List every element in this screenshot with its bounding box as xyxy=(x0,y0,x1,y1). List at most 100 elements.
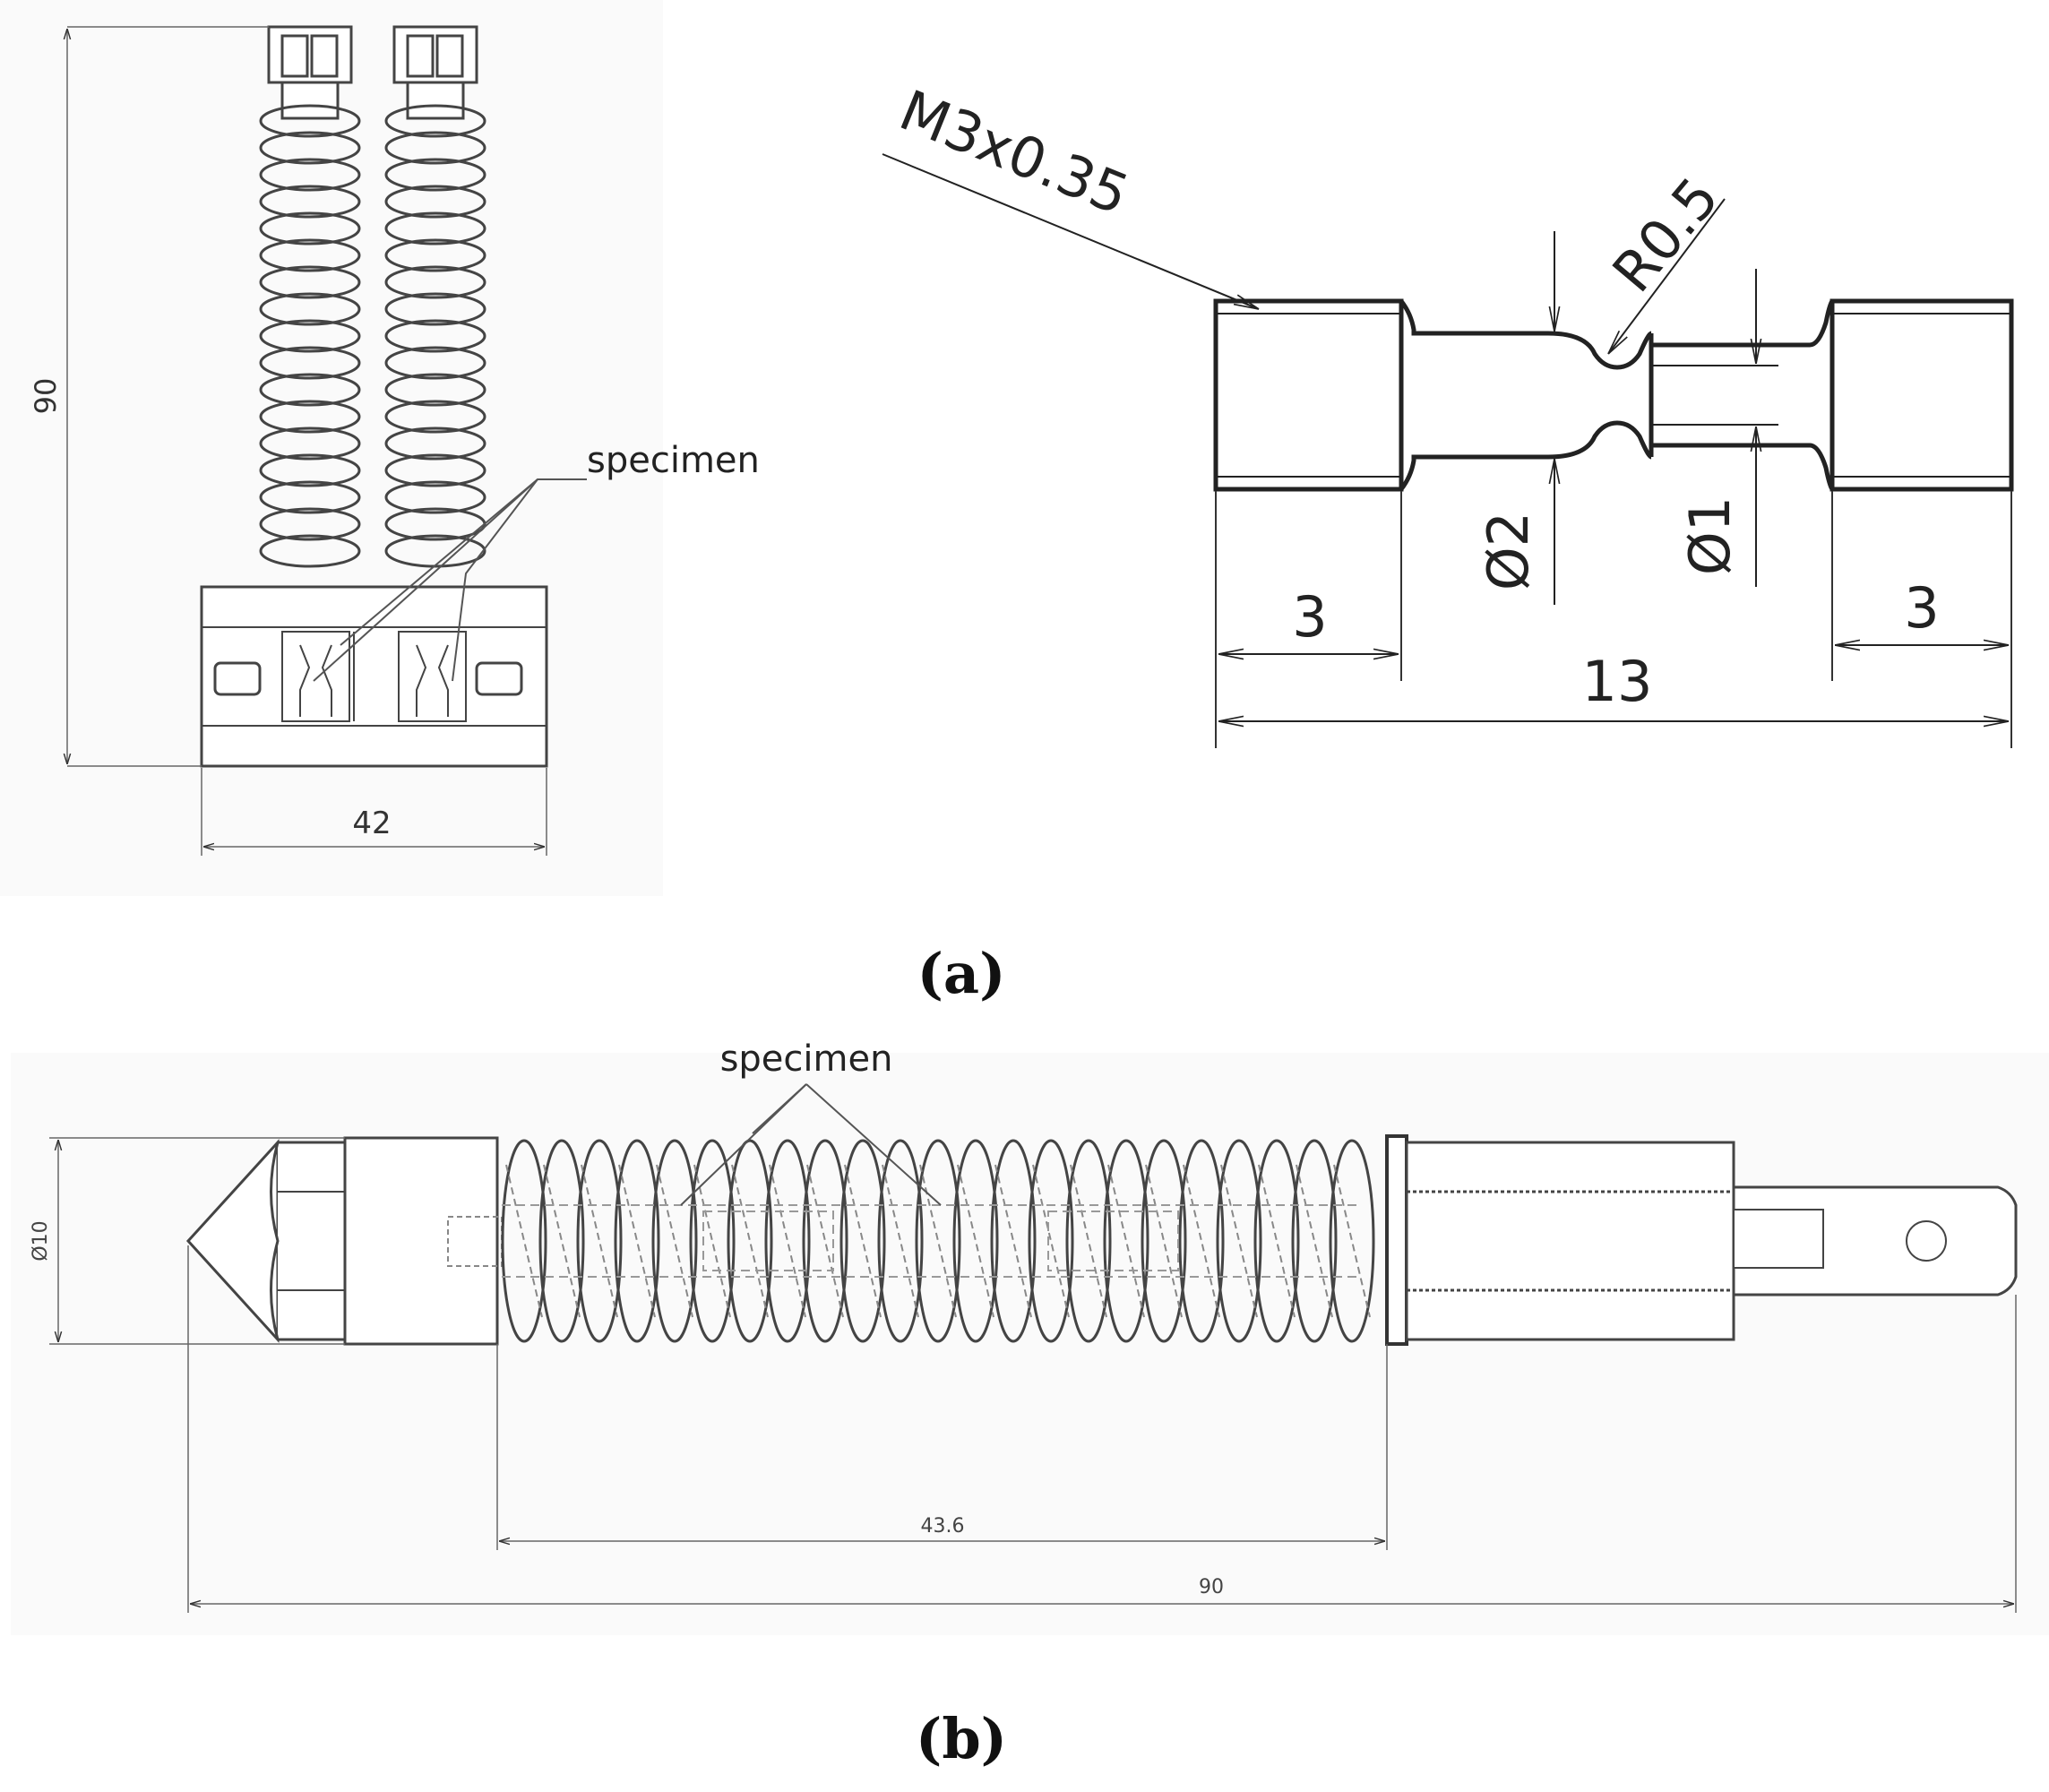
thread-callout: M3x0.35 xyxy=(891,77,1138,228)
spring-coil xyxy=(259,480,361,514)
hidden-coil-line xyxy=(769,1164,806,1318)
spring-coil xyxy=(877,1139,924,1343)
spring-coil xyxy=(1216,1139,1262,1343)
spring-coil xyxy=(1253,1139,1300,1343)
fixture-base xyxy=(200,585,548,768)
spring-coil xyxy=(259,158,361,192)
end-flange xyxy=(1385,1134,1408,1346)
spring-coil xyxy=(384,453,486,487)
fixture-width-dimension-line xyxy=(201,768,547,856)
spring-coil xyxy=(802,1139,848,1343)
spring-coil xyxy=(501,1139,547,1343)
hidden-coil-line xyxy=(618,1164,656,1318)
spring-coil xyxy=(259,507,361,541)
spring-coil xyxy=(259,185,361,219)
hidden-coil-line xyxy=(1258,1164,1296,1318)
hidden-coil-line xyxy=(543,1164,581,1318)
specimen-leaders-b xyxy=(680,1083,942,1206)
right-length-dimension: 3 xyxy=(1904,575,1939,641)
spring-coil xyxy=(384,238,486,272)
spring-coil xyxy=(614,1139,660,1343)
spring-coil xyxy=(1329,1139,1375,1343)
spring-coil xyxy=(259,104,361,138)
collar xyxy=(343,1136,499,1346)
hidden-coil-line xyxy=(1145,1164,1183,1318)
hidden-coil-line xyxy=(1333,1164,1371,1318)
hidden-specimen-rod xyxy=(502,1204,1362,1278)
spring-length-dimension-line xyxy=(496,1344,1388,1550)
spring-coil xyxy=(651,1139,698,1343)
spring-coil xyxy=(990,1139,1037,1343)
spring-coil xyxy=(384,426,486,461)
fixture-drawing: specimen 90 42 xyxy=(0,0,760,896)
hidden-coil-line xyxy=(1183,1164,1220,1318)
spring-coil xyxy=(259,400,361,434)
horizontal-spring xyxy=(501,1139,1375,1343)
spring-coil xyxy=(839,1139,886,1343)
spring-coil xyxy=(259,238,361,272)
small-diameter-dimension: Ø1 xyxy=(1677,496,1743,575)
spring-coil xyxy=(1291,1139,1338,1343)
hidden-coil-line xyxy=(656,1164,693,1318)
spring-coil xyxy=(384,131,486,165)
spring-coil xyxy=(1141,1139,1187,1343)
spring-coil xyxy=(915,1139,961,1343)
hex-nut xyxy=(270,1141,347,1341)
spring-coil xyxy=(952,1139,999,1343)
fixture-specimen-label: specimen xyxy=(587,440,760,481)
hidden-coil-line xyxy=(806,1164,844,1318)
fixture-width-dimension: 42 xyxy=(352,806,391,841)
spring-coil xyxy=(1065,1139,1112,1343)
radius-callout-leader xyxy=(1607,198,1726,354)
shaft-end xyxy=(1732,1185,2018,1297)
hidden-coil-line xyxy=(1070,1164,1107,1318)
spring-coil xyxy=(384,346,486,380)
hidden-coil-line xyxy=(957,1164,994,1318)
total-length-dimension: 13 xyxy=(1582,649,1653,714)
spring-coil xyxy=(727,1139,773,1343)
caption-b: (b) xyxy=(916,1706,1007,1771)
spring-coil xyxy=(1178,1139,1225,1343)
left-length-dimension: 3 xyxy=(1292,584,1327,650)
spring-coil xyxy=(259,319,361,353)
spring-coil xyxy=(1103,1139,1149,1343)
spring-coil xyxy=(384,480,486,514)
spring-coil xyxy=(384,319,486,353)
spring-left xyxy=(259,104,361,568)
hidden-coil-line xyxy=(882,1164,919,1318)
specimen-detail-drawing: M3x0.35 R0.5 Ø2 Ø1 3 3 xyxy=(882,77,2014,748)
spring-coil xyxy=(384,373,486,407)
spring-coil xyxy=(384,400,486,434)
assembly-diameter-dimension: Ø10 xyxy=(30,1220,52,1261)
spring-coil xyxy=(384,158,486,192)
hidden-coil-line xyxy=(1220,1164,1258,1318)
hidden-coil-line xyxy=(1296,1164,1333,1318)
spring-coil xyxy=(259,211,361,246)
hidden-coil-line xyxy=(919,1164,957,1318)
spring-coil xyxy=(259,534,361,568)
spring-coil xyxy=(259,292,361,326)
spring-coil xyxy=(384,211,486,246)
hidden-coil-line xyxy=(1107,1164,1145,1318)
hidden-coil-line xyxy=(731,1164,769,1318)
spring-coil xyxy=(259,131,361,165)
spring-length-dimension: 43.6 xyxy=(921,1515,965,1538)
spring-coil xyxy=(384,292,486,326)
hidden-pin xyxy=(447,1216,503,1267)
spring-assembly-drawing: specimen Ø10 43.6 90 xyxy=(11,1038,2049,1635)
spring-coil xyxy=(538,1139,585,1343)
spring-coil xyxy=(259,426,361,461)
spring-coil xyxy=(259,453,361,487)
large-diameter-dimension: Ø2 xyxy=(1476,512,1541,590)
assembly-diameter-dimension-line xyxy=(49,1137,345,1345)
assembly-length-dimension: 90 xyxy=(1199,1576,1224,1598)
hidden-coil-line xyxy=(994,1164,1032,1318)
hidden-coil-line xyxy=(505,1164,543,1318)
specimen-leaders-a xyxy=(313,478,587,682)
thread-callout-leader xyxy=(882,153,1259,310)
caption-a: (a) xyxy=(917,941,1006,1006)
hidden-coil-line xyxy=(581,1164,618,1318)
hidden-coil-line xyxy=(1032,1164,1070,1318)
spring-coil xyxy=(576,1139,623,1343)
